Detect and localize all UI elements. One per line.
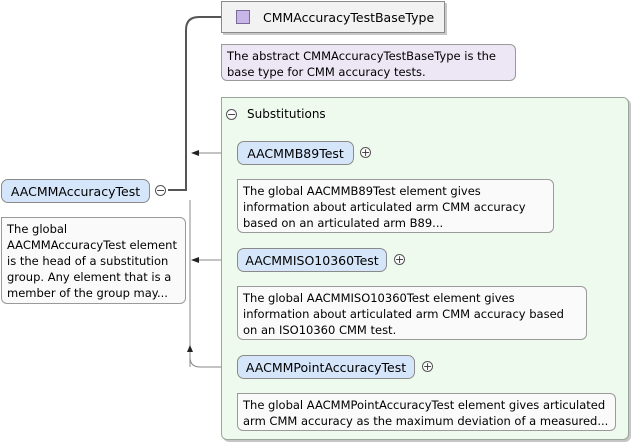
collapse-icon[interactable]: − <box>226 107 237 121</box>
expand-icon[interactable]: + <box>422 360 433 373</box>
root-element-doc: The global AACMMAccuracyTest element is … <box>1 217 186 304</box>
base-type-label: CMMAccuracyTestBaseType <box>263 9 435 25</box>
expand-icon[interactable]: + <box>360 146 371 159</box>
element-aacmmiso10360test[interactable]: AACMMISO10360Test <box>237 248 387 272</box>
complex-type-icon <box>236 10 250 24</box>
collapse-icon[interactable]: − <box>155 184 166 197</box>
base-type-doc: The abstract CMMAccuracyTestBaseType is … <box>221 44 516 81</box>
element-label: AACMMB89Test <box>247 145 344 161</box>
expand-icon[interactable]: + <box>394 253 405 266</box>
element-label: AACMMPointAccuracyTest <box>245 359 407 375</box>
element-aacmmpointaccuracytest[interactable]: AACMMPointAccuracyTest <box>237 355 415 379</box>
element-doc: The global AACMMISO10360Test element giv… <box>237 286 587 340</box>
root-element-label: AACMMAccuracyTest <box>10 183 141 199</box>
substitutions-title: Substitutions <box>247 107 326 121</box>
element-doc: The global AACMMPointAccuracyTest elemen… <box>237 393 616 431</box>
root-element-aacmmaccuracytest[interactable]: AACMMAccuracyTest <box>1 179 150 203</box>
element-label: AACMMISO10360Test <box>245 252 379 268</box>
base-type-box[interactable]: CMMAccuracyTestBaseType <box>221 1 445 33</box>
element-doc: The global AACMMB89Test element gives in… <box>237 179 554 233</box>
substitutions-header[interactable]: − Substitutions <box>226 107 326 121</box>
element-aacmmb89test[interactable]: AACMMB89Test <box>237 141 354 165</box>
